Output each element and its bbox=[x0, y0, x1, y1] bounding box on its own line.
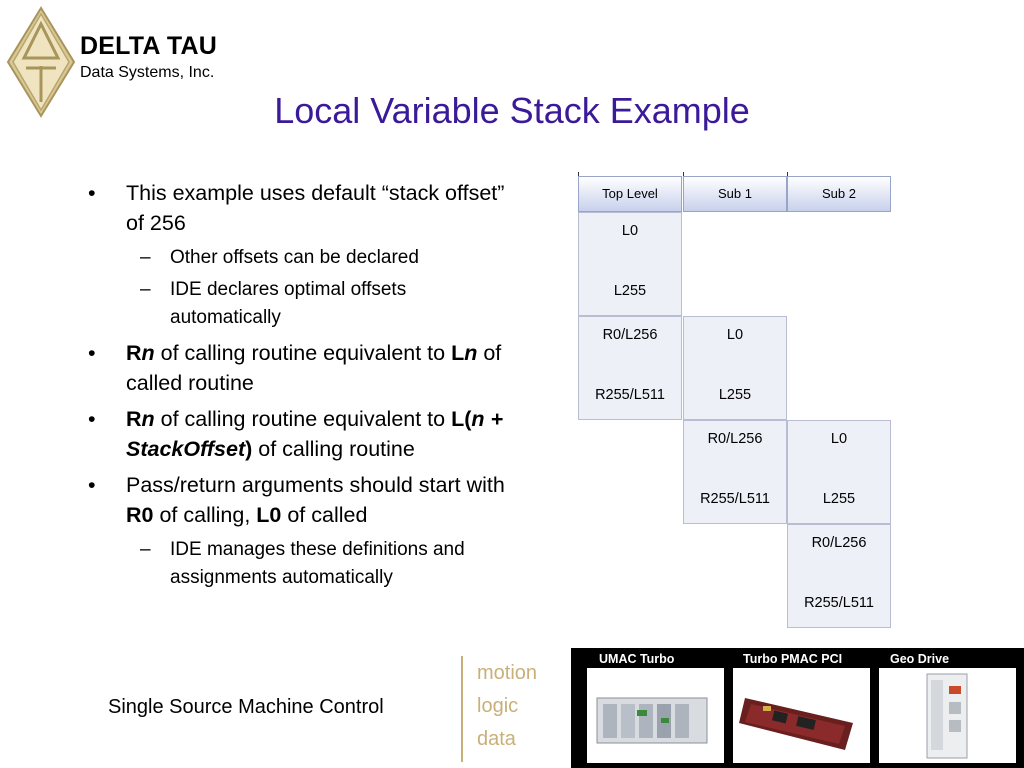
stack-cell: R0/L256 R255/L511 bbox=[683, 420, 787, 524]
tag-logic: logic bbox=[477, 695, 519, 717]
bold-text: R bbox=[126, 407, 142, 431]
dash-marker: – bbox=[140, 279, 151, 300]
cell-top-label: R0/L256 bbox=[811, 535, 867, 551]
bullet-text: of calling routine equivalent to bbox=[154, 341, 452, 365]
header-sub-2: Sub 2 bbox=[787, 176, 891, 212]
sub-bullet-text: IDE manages these definitions and assign… bbox=[170, 539, 465, 588]
bold-text: R0 bbox=[126, 503, 154, 527]
cell-top-label: R0/L256 bbox=[707, 431, 763, 447]
bullet-text: This example uses default “stack offset”… bbox=[126, 181, 505, 235]
bold-text: L bbox=[451, 341, 465, 365]
cell-top-label: L0 bbox=[726, 327, 744, 343]
sub-bullet-item: – IDE manages these definitions and assi… bbox=[86, 536, 506, 592]
turbo-pmac-pci-image bbox=[733, 668, 870, 763]
dash-marker: – bbox=[140, 247, 151, 268]
slide-title: Local Variable Stack Example bbox=[274, 90, 750, 131]
bullet-text: of calling, bbox=[153, 503, 257, 527]
dash-marker: – bbox=[140, 539, 151, 560]
bullet-item: • Rn of calling routine equivalent to L(… bbox=[86, 404, 506, 464]
cell-top-label: L0 bbox=[621, 223, 639, 239]
product-strip: UMAC Turbo Turbo PMAC PCI Geo Drive bbox=[571, 648, 1024, 768]
product-label: Turbo PMAC PCI bbox=[743, 652, 843, 666]
stack-cell: R0/L256 R255/L511 bbox=[787, 524, 891, 628]
bullet-item: • This example uses default “stack offse… bbox=[86, 178, 506, 238]
bold-text: R bbox=[126, 341, 142, 365]
geo-drive-image bbox=[879, 668, 1016, 763]
tag-data: data bbox=[477, 728, 516, 750]
bold-italic-text: n + StackOffset bbox=[126, 407, 504, 461]
bold-italic-text: n bbox=[464, 341, 478, 365]
stack-cell: L0 L255 bbox=[683, 316, 787, 420]
header-top-level: Top Level bbox=[578, 176, 682, 212]
cell-bottom-label: R255/L511 bbox=[804, 595, 874, 611]
footer-text: Single Source Machine Control bbox=[108, 696, 384, 718]
brand-subtitle: Data Systems, Inc. bbox=[80, 64, 215, 81]
bullet-text: of called routine bbox=[126, 341, 502, 395]
product-label: Geo Drive bbox=[890, 652, 950, 666]
bullet-text: of calling routine equivalent to bbox=[154, 407, 452, 431]
bullet-text: Pass/return arguments should start with bbox=[126, 473, 505, 497]
sub-bullet-text: Other offsets can be declared bbox=[170, 247, 419, 268]
sub-bullet-item: – Other offsets can be declared bbox=[86, 244, 506, 272]
umac-turbo-image bbox=[587, 668, 724, 763]
cell-top-label: R0/L256 bbox=[602, 327, 658, 343]
header-sub-1: Sub 1 bbox=[683, 176, 787, 212]
bold-text: L0 bbox=[256, 503, 282, 527]
bullet-marker: • bbox=[88, 341, 96, 365]
bold-italic-text: n bbox=[141, 341, 155, 365]
bullet-text: of calling routine bbox=[252, 437, 415, 461]
cell-bottom-label: L255 bbox=[718, 387, 752, 403]
bullet-item: • Rn of calling routine equivalent to Ln… bbox=[86, 338, 506, 398]
tag-motion: motion bbox=[477, 662, 538, 684]
bullet-item: • Pass/return arguments should start wit… bbox=[86, 470, 506, 530]
stack-cell: L0 L255 bbox=[787, 420, 891, 524]
cell-bottom-label: L255 bbox=[613, 283, 647, 299]
product-label: UMAC Turbo bbox=[599, 652, 675, 666]
stack-cell: R0/L256 R255/L511 bbox=[578, 316, 682, 420]
brand-name: DELTA TAU bbox=[80, 32, 217, 60]
bullet-text: of called bbox=[281, 503, 368, 527]
bullet-list: • This example uses default “stack offse… bbox=[86, 178, 506, 596]
footer-divider bbox=[461, 656, 463, 762]
stack-table: Top Level Sub 1 Sub 2 L0 L255 R0/L256 R2… bbox=[578, 172, 892, 630]
cell-bottom-label: R255/L511 bbox=[700, 491, 770, 507]
bold-italic-text: n bbox=[141, 407, 155, 431]
cell-bottom-label: L255 bbox=[822, 491, 856, 507]
cell-bottom-label: R255/L511 bbox=[595, 387, 665, 403]
bullet-marker: • bbox=[88, 473, 96, 497]
bullet-marker: • bbox=[88, 181, 96, 205]
bold-text: L( bbox=[451, 407, 472, 431]
bullet-marker: • bbox=[88, 407, 96, 431]
sub-bullet-text: IDE declares optimal offsets automatical… bbox=[170, 279, 407, 328]
stack-cell: L0 L255 bbox=[578, 212, 682, 316]
bold-text: ) bbox=[245, 437, 253, 461]
delta-tau-logo-icon bbox=[6, 6, 76, 118]
sub-bullet-item: – IDE declares optimal offsets automatic… bbox=[86, 276, 506, 332]
cell-top-label: L0 bbox=[830, 431, 848, 447]
